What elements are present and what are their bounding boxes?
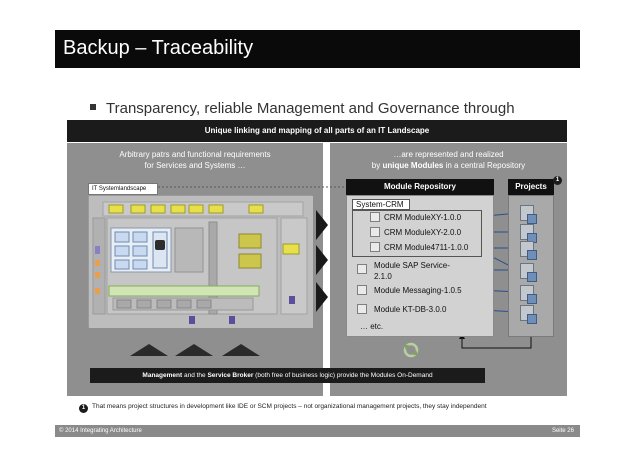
module-icon	[357, 285, 367, 295]
module-messaging[interactable]: Module Messaging-1.0.5	[374, 286, 462, 295]
project-icon[interactable]	[520, 285, 534, 301]
project-icon[interactable]	[520, 263, 534, 279]
bottom-text1: and the	[182, 372, 207, 379]
project-icon[interactable]	[520, 224, 534, 240]
crm-module-1[interactable]: CRM ModuleXY-1.0.0	[384, 213, 461, 222]
bottom-text2: (both free of business logic) provide th…	[253, 372, 432, 379]
projects-header: Projects	[508, 179, 554, 195]
bottom-banner: Management and the Service Broker (both …	[90, 368, 485, 383]
bottom-bold-service-broker: Service Broker	[207, 372, 253, 379]
bottom-bold-management: Management	[142, 372, 182, 379]
footnote-text: That means project structures in develop…	[92, 403, 487, 410]
project-icon[interactable]	[520, 205, 534, 221]
project-icon[interactable]	[520, 305, 534, 321]
footer-page-number: Seite 26	[552, 425, 574, 437]
module-icon	[357, 304, 367, 314]
module-sap-service[interactable]: Module SAP Service-	[374, 261, 450, 270]
modules-etc: … etc.	[360, 322, 383, 331]
system-crm-label: System-CRM	[352, 199, 410, 210]
footnote-number-badge: 1	[79, 404, 88, 413]
project-icon[interactable]	[520, 241, 534, 257]
footnote-badge-icon: 1	[553, 176, 562, 185]
module-kt-db[interactable]: Module KT-DB-3.0.0	[374, 305, 446, 314]
crm-module-2[interactable]: CRM ModuleXY-2.0.0	[384, 228, 461, 237]
footer-copyright: © 2014 Integrating Architecture	[59, 425, 142, 437]
module-icon	[357, 264, 367, 274]
module-repository-header: Module Repository	[346, 179, 494, 195]
module-icon	[370, 242, 380, 252]
module-sap-service-version[interactable]: 2.1.0	[374, 272, 392, 281]
footnote: 1 That means project structures in develo…	[79, 401, 584, 413]
crm-module-3[interactable]: CRM Module4711-1.0.0	[384, 243, 468, 252]
recycle-icon	[400, 341, 422, 359]
module-icon	[370, 212, 380, 222]
module-icon	[370, 227, 380, 237]
footer-bar: © 2014 Integrating Architecture Seite 26	[55, 425, 580, 437]
